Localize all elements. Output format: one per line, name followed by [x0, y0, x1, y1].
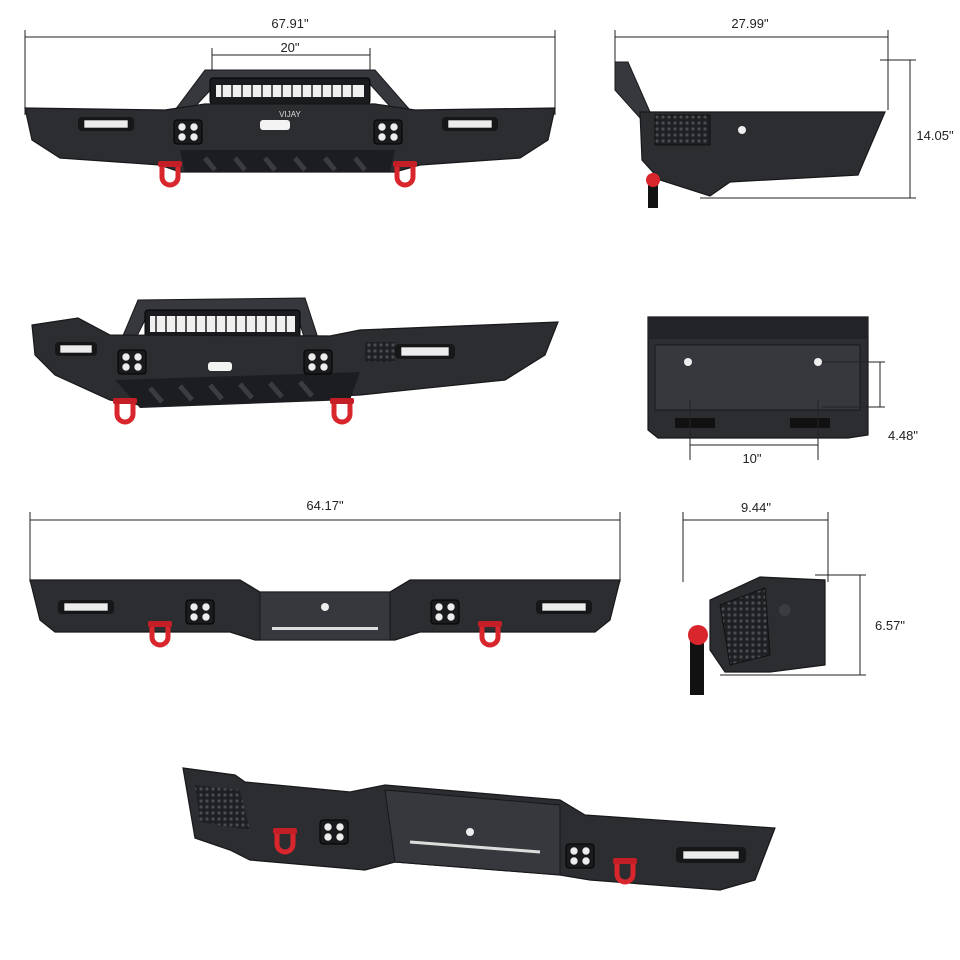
front-bumper-front-view: 67.91" 20" VIJAY: [24, 16, 556, 185]
mount-spacing-label: 10": [742, 451, 761, 466]
rear-depth-label: 9.44": [741, 500, 771, 515]
light-bar-leds: [216, 85, 364, 97]
rear-width-label: 64.17": [306, 498, 344, 513]
mount-height-label: 4.48": [888, 428, 918, 443]
front-height-label: 14.05": [916, 128, 954, 143]
light-bar-width-label: 20": [280, 40, 299, 55]
rear-height-label: 6.57": [875, 618, 905, 633]
front-bumper-perspective-view: [31, 297, 559, 422]
front-bumper-side-view: 27.99" 14.05": [614, 16, 954, 208]
front-depth-label: 27.99": [731, 16, 769, 31]
front-width-label: 67.91": [271, 16, 309, 31]
brand-logo: VIJAY: [279, 110, 301, 119]
rear-bumper-side-view: 9.44" 6.57": [682, 500, 905, 695]
rear-bumper-front-view: 64.17": [29, 498, 621, 645]
mount-plate-view: 4.48" 10": [647, 316, 918, 466]
rear-bumper-perspective-view: [182, 767, 776, 891]
